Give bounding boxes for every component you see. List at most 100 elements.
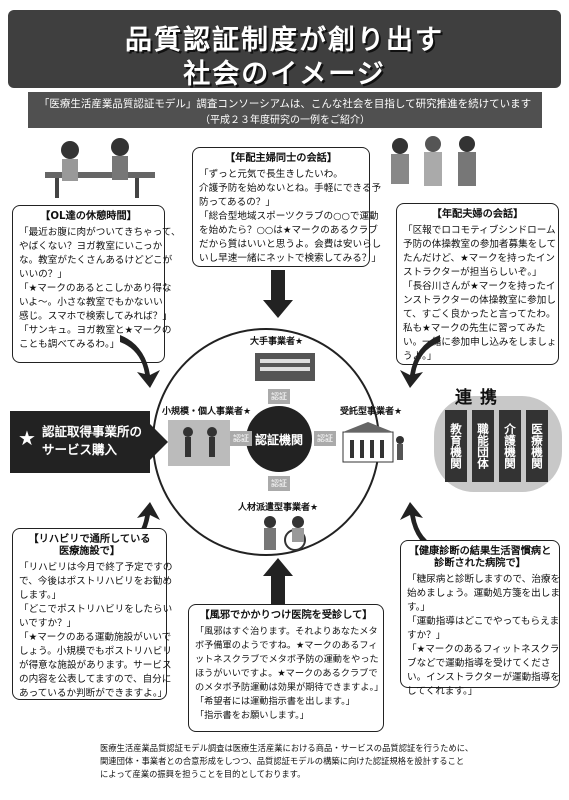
title-banner: 品質認証制度が創り出す 社会のイメージ bbox=[8, 10, 561, 90]
rehab-conversation-box: 【リハビリで通所している 医療施設で】 「リハビリは今月で終了予定ですの で、今… bbox=[12, 528, 173, 700]
ol-line: 「サンキュ。ヨガ教室と★マークの bbox=[19, 325, 172, 336]
contract-business-label: 受託型事業者★ bbox=[340, 407, 403, 417]
care-staff-illustration bbox=[264, 516, 306, 551]
rehab-line: の内容を公表してますので、自分に bbox=[19, 674, 172, 685]
ol-line: 「★マークのあるとこしかあり得な bbox=[19, 283, 172, 294]
checkup-line: 「糖尿病と診断しますので、治療を bbox=[407, 574, 561, 585]
certification-body-badge: 認証機関 bbox=[246, 406, 312, 472]
rehab-line: 「★マークのある運動施設がいいで bbox=[19, 632, 172, 643]
cold-line: 「風邪はすぐ治ります。それよりあなたメタ bbox=[195, 626, 378, 637]
rehab-box-title-2: 医療施設で】 bbox=[58, 546, 121, 557]
housewives-line: 防ってあるの？」 bbox=[199, 197, 275, 208]
checkup-line: 「★マークのあるフィットネスクラ bbox=[407, 644, 560, 655]
star-icon: ★ bbox=[18, 426, 36, 450]
checkup-line: い。インストラクターが運動指導を bbox=[407, 672, 560, 683]
arrow-icon bbox=[120, 335, 160, 388]
couple-line: 予防の体操教室の参加者募集をして bbox=[403, 239, 557, 250]
subtitle-banner: 「医療生活産業品質認証モデル」調査コンソーシアムは、こんな社会を目指して研究推進… bbox=[28, 92, 542, 128]
couple-line: たんだけど、★マークを持ったイン bbox=[403, 253, 556, 264]
rehab-line: 「どこでポストリハビリをしたらい bbox=[19, 604, 173, 615]
checkup-line: す。」 bbox=[407, 602, 431, 613]
couple-line: て、すごく良かったと言ってたわ。 bbox=[403, 309, 556, 320]
couple-line: 「長谷川さんが★マークを持ったイ bbox=[403, 281, 556, 292]
arrow-icon bbox=[400, 335, 440, 388]
cold-line: のメタボ予防運動は効果が期待できますよ。」 bbox=[195, 682, 384, 693]
rehab-line: が得意な施設があります。サービス bbox=[19, 660, 172, 671]
footer-line: 医療生活産業品質認証モデル調査は医療生活産業における商品・サービスの品質認証を行… bbox=[100, 743, 474, 753]
couple-line: ンストラクターの体操教室に参加し bbox=[403, 295, 556, 306]
ol-line: いいの？」 bbox=[19, 269, 67, 280]
checkup-box-title-2: 診断された病院で】 bbox=[434, 558, 526, 569]
footer-note: 医療生活産業品質認証モデル調査は医療生活産業における商品・サービスの品質認証を行… bbox=[100, 742, 540, 781]
ol-line: 感じ。スマホで検索してみれば？」 bbox=[19, 311, 172, 322]
couple-line: 「区報でロコモティブシンドローム bbox=[403, 225, 556, 236]
care-institution: 介護機関 bbox=[499, 410, 521, 482]
certification-tag: 認証 bbox=[268, 389, 290, 404]
rehab-line: しょう。小規模でもポストリハビリ bbox=[19, 646, 172, 657]
staffing-business-label: 人材派遣型事業者★ bbox=[238, 503, 319, 513]
housewives-line: 「ずっと元気で長生きしたいわ。 bbox=[199, 169, 343, 180]
ol-line: ことも調べてみるわ。」 bbox=[19, 339, 120, 350]
ol-box-title: 【OL達の休憩時間】 bbox=[40, 211, 137, 222]
arrow-icon bbox=[263, 270, 293, 318]
certification-tag: 認証 bbox=[268, 476, 290, 491]
cold-box-title: 【風邪でかかりつけ医院を受診して】 bbox=[199, 610, 373, 621]
cold-line: 「希望者には運動指示書を出します。」 bbox=[195, 696, 355, 707]
small-business-label: 小規模・個人事業者★ bbox=[162, 407, 252, 417]
housewives-line: いし早速一緒にネットで検索してみる？」 bbox=[199, 253, 381, 264]
cold-line: ボ予備軍のようですね。★マークのあるフィ bbox=[195, 640, 378, 651]
ol-line: 「最近お腹に肉がついてきちゃって、 bbox=[19, 227, 181, 238]
subtitle-line1: 「医療生活産業品質認証モデル」調査コンソーシアムは、こんな社会を目指して研究推進… bbox=[38, 98, 532, 110]
cooperation-title: 連携 bbox=[455, 388, 505, 408]
certification-tag: 認証 bbox=[230, 431, 252, 446]
certified-service-callout: ★ 認証取得事業所の サービス購入 bbox=[10, 411, 168, 473]
rehab-line: で、今後はポストリハビリをお勧め bbox=[19, 576, 173, 587]
medical-institution: 医療機関 bbox=[526, 410, 548, 482]
rehab-box-title-1: 【リハビリで通所している bbox=[28, 534, 151, 545]
rehab-line: いですか？」 bbox=[19, 618, 77, 629]
rehab-line: 「リハビリは今月で終了予定ですの bbox=[19, 562, 173, 573]
housewives-box-title: 【年配主婦同士の会話】 bbox=[224, 153, 338, 164]
elderly-couple-illustration bbox=[391, 136, 476, 186]
couple-box-title: 【年配夫婦の会話】 bbox=[431, 209, 524, 220]
footer-line: 関連団体・事業者との合意形成をしつつ、品質認証モデルの構築に向けた認証規格を設計… bbox=[100, 756, 465, 766]
callout-line1: 認証取得事業所の bbox=[42, 424, 143, 439]
checkup-line: 「運動指導はどこでやってもらえま bbox=[407, 616, 560, 627]
housewives-line: 「総合型地域スポーツクラブの○○で運動 bbox=[199, 211, 379, 222]
checkup-hospital-conversation-box: 【健康診断の結果生活習慣病と 診断された病院で】 「糖尿病と診断しますので、治療… bbox=[400, 540, 561, 697]
certification-tag: 認証 bbox=[314, 431, 336, 446]
large-building-illustration bbox=[255, 353, 315, 381]
rehab-line: します。」 bbox=[19, 590, 62, 601]
checkup-line: してくれます。」 bbox=[407, 686, 478, 697]
ol-illustration bbox=[45, 138, 155, 198]
cold-line: ットネスクラブでメタボ予防の運動をやった bbox=[195, 654, 379, 665]
subtitle-line2: （平成２３年度研究の一例をご紹介） bbox=[200, 115, 370, 126]
checkup-box-title-1: 【健康診断の結果生活習慣病と bbox=[408, 546, 552, 557]
ol-line: な。教室がたくさんあるけどどこが bbox=[19, 255, 173, 266]
couple-line: い。一緒に参加申し込みをしましょ bbox=[403, 337, 557, 348]
housewives-conversation-box: 【年配主婦同士の会話】 「ずっと元気で長生きしたいわ。 介護予防を始めないとね。… bbox=[192, 147, 382, 267]
couple-line: ストラクターが担当らしいぞ。」 bbox=[403, 267, 542, 278]
cold-line: ほうがいいですよ。★マークのあるクラブで bbox=[195, 668, 378, 679]
checkup-line: 始めましょう。運動処方箋を出しま bbox=[407, 588, 560, 599]
housewives-line: だから質はいいと思うよ。会費は安いらし bbox=[199, 239, 382, 250]
callout-line2: サービス購入 bbox=[42, 442, 118, 457]
page-title-line2: 社会のイメージ bbox=[183, 59, 386, 90]
cold-line: 「指示書をお願いします。」 bbox=[195, 710, 309, 721]
ol-conversation-box: 【OL達の休憩時間】 「最近お腹に肉がついてきちゃって、 やばくない？ヨガ教室に… bbox=[12, 205, 181, 363]
large-business-label: 大手事業者★ bbox=[250, 337, 304, 347]
ol-line: やばくない？ヨガ教室にいこっか bbox=[19, 241, 163, 252]
checkup-line: すか？」 bbox=[407, 630, 446, 641]
housewives-line: を始めたら？○○は★マークのあるクラブ bbox=[199, 225, 378, 236]
yoga-illustration bbox=[168, 420, 230, 466]
facility-building-illustration bbox=[342, 422, 404, 463]
professional-association: 職能団体 bbox=[472, 410, 494, 482]
checkup-line: ブなどで運動指導を受けてくださ bbox=[407, 658, 551, 669]
education-institution: 教育機関 bbox=[445, 410, 467, 482]
rehab-line: あっているか判断ができますよ。」 bbox=[19, 688, 168, 699]
page-title-line1: 品質認証制度が創り出す bbox=[125, 25, 444, 56]
arrow-icon bbox=[263, 558, 293, 606]
ol-line: いよ〜。小さな教室でもかないい bbox=[19, 297, 163, 308]
couple-line: 私も★マークの先生に習ってみた bbox=[403, 323, 546, 334]
cold-clinic-conversation-box: 【風邪でかかりつけ医院を受診して】 「風邪はすぐ治ります。それよりあなたメタ ボ… bbox=[188, 604, 384, 732]
